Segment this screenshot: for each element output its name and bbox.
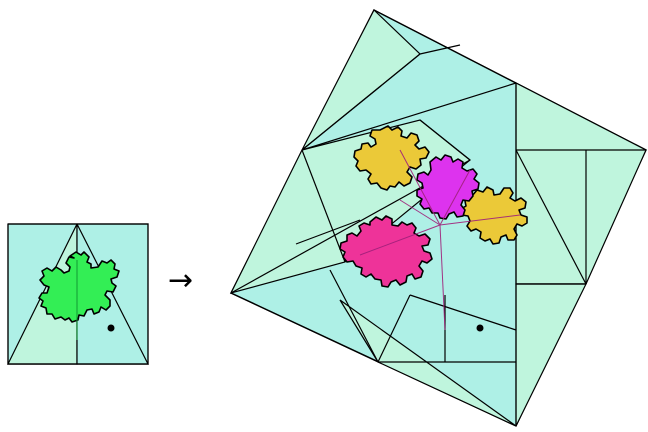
fractal-gold-right [460,186,528,245]
transform-arrow: → [168,263,194,298]
target-square [229,9,647,427]
tile-light-e [339,299,517,427]
tile-light-b [515,283,587,427]
fractal-pink [339,215,433,288]
marker-dot-source [107,324,115,332]
fractal-magenta [416,154,480,220]
source-fractal [38,251,120,323]
source-tile-edge [7,223,149,365]
marker-dot-target [476,324,484,332]
tile-light-a [515,82,647,285]
source-square [7,223,149,365]
fractal-gold-top [353,125,430,191]
fractal-axes [359,149,521,331]
